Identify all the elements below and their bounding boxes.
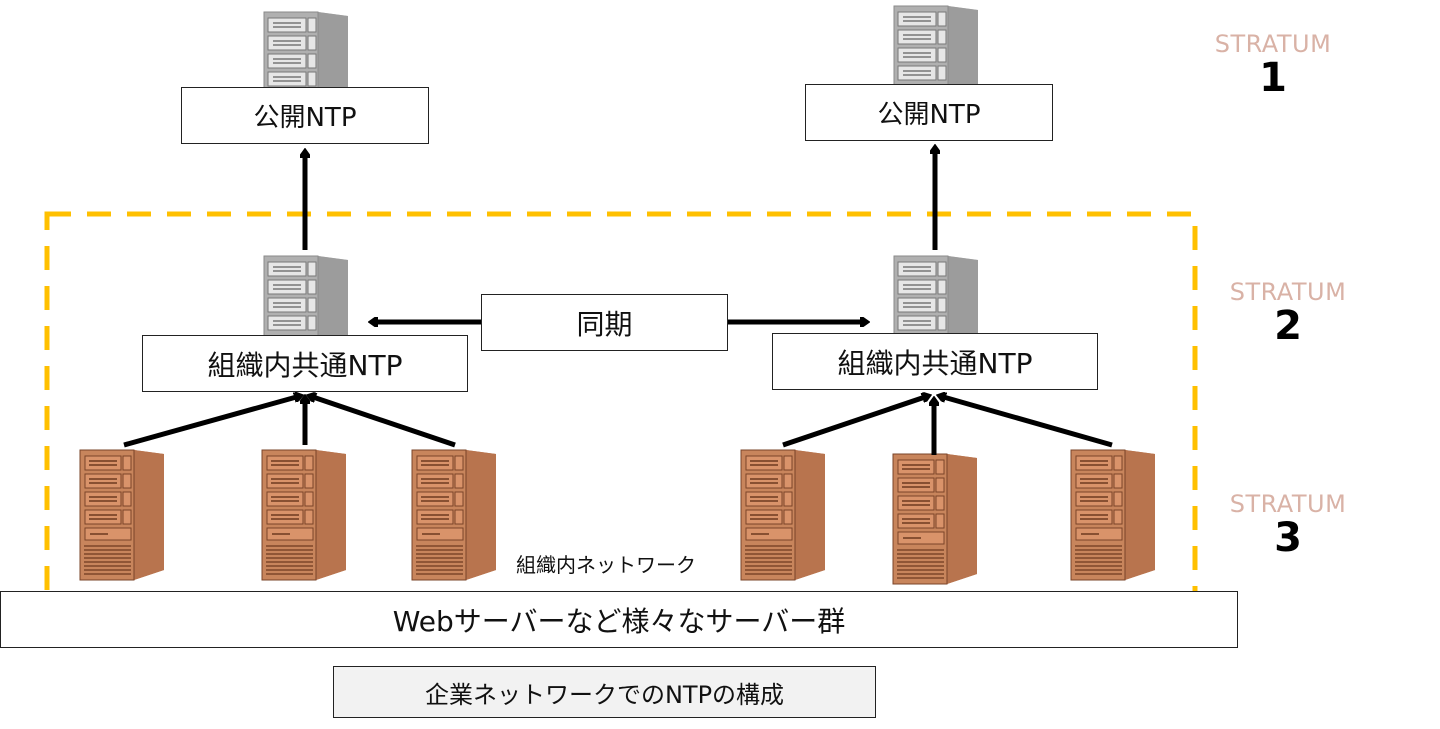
stratum-number: 1 [1259, 55, 1287, 101]
sync-label: 同期 [576, 307, 633, 341]
stratum-3-label: STRATUM 3 [1208, 490, 1368, 558]
diagram-caption: 企業ネットワークでのNTPの構成 [333, 666, 876, 718]
stratum-number: 2 [1274, 303, 1302, 349]
arrow-server-to-org-ntp [940, 396, 1113, 448]
stratum-number: 3 [1274, 515, 1302, 561]
stratum-word: STRATUM [1229, 278, 1347, 306]
internal-server-icon [740, 449, 826, 581]
public-ntp-label: 公開NTP [253, 103, 357, 133]
stratum-word: STRATUM [1214, 30, 1332, 58]
arrow-server-to-org-ntp [310, 396, 456, 448]
arrow-server-to-org-ntp [782, 396, 928, 448]
internal-server-icon [261, 449, 347, 581]
stratum-2-label: STRATUM 2 [1208, 278, 1368, 346]
stratum-1-label: STRATUM 1 [1193, 30, 1353, 98]
server-group-box: Webサーバーなど様々なサーバー群 [0, 591, 1238, 648]
caption-label: 企業ネットワークでのNTPの構成 [424, 680, 785, 709]
public-ntp-label: 公開NTP [877, 100, 981, 130]
org-ntp-box-left: 組織内共通NTP [142, 335, 468, 392]
internal-network-label: 組織内ネットワーク [516, 553, 696, 577]
internal-server-icon [79, 449, 165, 581]
server-group-label: Webサーバーなど様々なサーバー群 [392, 604, 846, 638]
stratum-word: STRATUM [1229, 490, 1347, 518]
public-ntp-box-left: 公開NTP [181, 87, 429, 144]
internal-server-icon [892, 453, 978, 585]
sync-box: 同期 [481, 294, 728, 351]
arrow-server-to-org-ntp [123, 396, 300, 448]
organization-boundary [44, 211, 1198, 597]
org-ntp-label: 組織内共通NTP [207, 348, 403, 382]
internal-server-icon [1070, 449, 1156, 581]
public-ntp-box-right: 公開NTP [805, 84, 1053, 141]
org-ntp-label: 組織内共通NTP [837, 346, 1033, 380]
org-ntp-box-right: 組織内共通NTP [772, 333, 1098, 390]
internal-server-icon [411, 449, 497, 581]
